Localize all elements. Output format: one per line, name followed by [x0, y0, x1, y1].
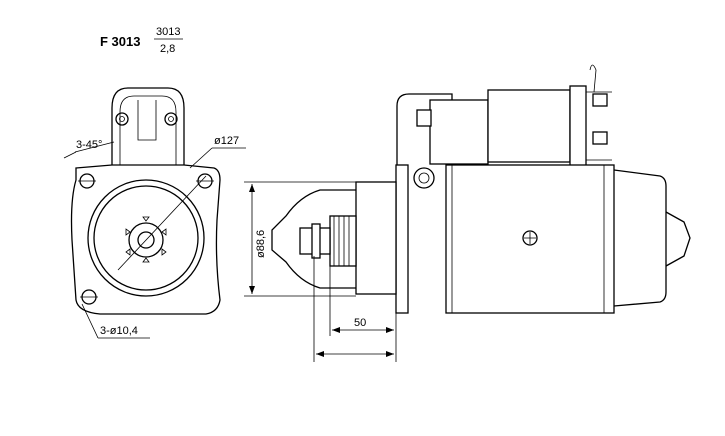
flange-boss	[413, 167, 435, 189]
pilot-outer	[87, 179, 205, 297]
solenoid-cap	[429, 99, 489, 165]
pinion-teeth-side	[333, 216, 350, 266]
solenoid-end	[569, 85, 587, 167]
solenoid-lobe-inner	[119, 95, 177, 165]
model-number: F 3013	[100, 34, 140, 49]
terminal-stud-top	[592, 93, 608, 107]
solenoid-bracket	[396, 93, 453, 165]
lobe-bolt-right	[164, 112, 178, 126]
pinion-gear	[128, 222, 164, 258]
end-cap	[613, 169, 667, 307]
chamfer-label: 3-45°	[76, 139, 102, 151]
side-view: ø88,6 50	[244, 64, 691, 362]
fraction-numerator: 3013	[156, 26, 180, 38]
flange-diameter-label: ø88,6	[255, 230, 267, 258]
holes-label: 3-ø10,4	[100, 325, 138, 337]
bolt-circle-leader	[189, 147, 213, 169]
solenoid-body	[487, 89, 571, 163]
chamfer-leader-tail	[63, 151, 77, 159]
terminal-stud-bottom	[592, 131, 608, 145]
drive-nose	[271, 189, 356, 289]
pinion-offset-label: 50	[354, 317, 366, 329]
header: F 3013 3013 2,8	[100, 26, 183, 55]
housing-screw-cross	[524, 232, 536, 244]
solenoid-stud-left	[416, 109, 432, 127]
end-bearing	[665, 211, 691, 267]
housing-screw	[522, 230, 538, 246]
overall-arrows	[316, 351, 394, 357]
lobe-bolt-left-center	[119, 116, 125, 122]
fraction-denominator: 2,8	[160, 43, 175, 55]
drive-housing	[355, 181, 397, 295]
terminal-lead	[589, 64, 597, 93]
front-view: 3-45° ø127 3-ø10,4	[63, 87, 246, 339]
flange-plate	[395, 164, 409, 314]
chamfer-leader	[74, 141, 115, 153]
bolt-circle-axis	[117, 175, 207, 271]
pinion-collar	[311, 223, 321, 259]
solenoid-lobe	[111, 87, 185, 165]
bolt-circle-label: ø127	[214, 135, 239, 147]
flange-boss-center	[418, 172, 430, 184]
holes-leader	[81, 303, 99, 339]
lobe-slot	[137, 100, 157, 141]
mounting-flange	[70, 164, 221, 315]
lobe-bolt-left	[115, 112, 129, 126]
lobe-bolt-right-center	[168, 116, 174, 122]
pilot-inner	[93, 185, 199, 291]
pinion-teeth	[125, 216, 167, 263]
pinion-hub	[137, 231, 155, 249]
